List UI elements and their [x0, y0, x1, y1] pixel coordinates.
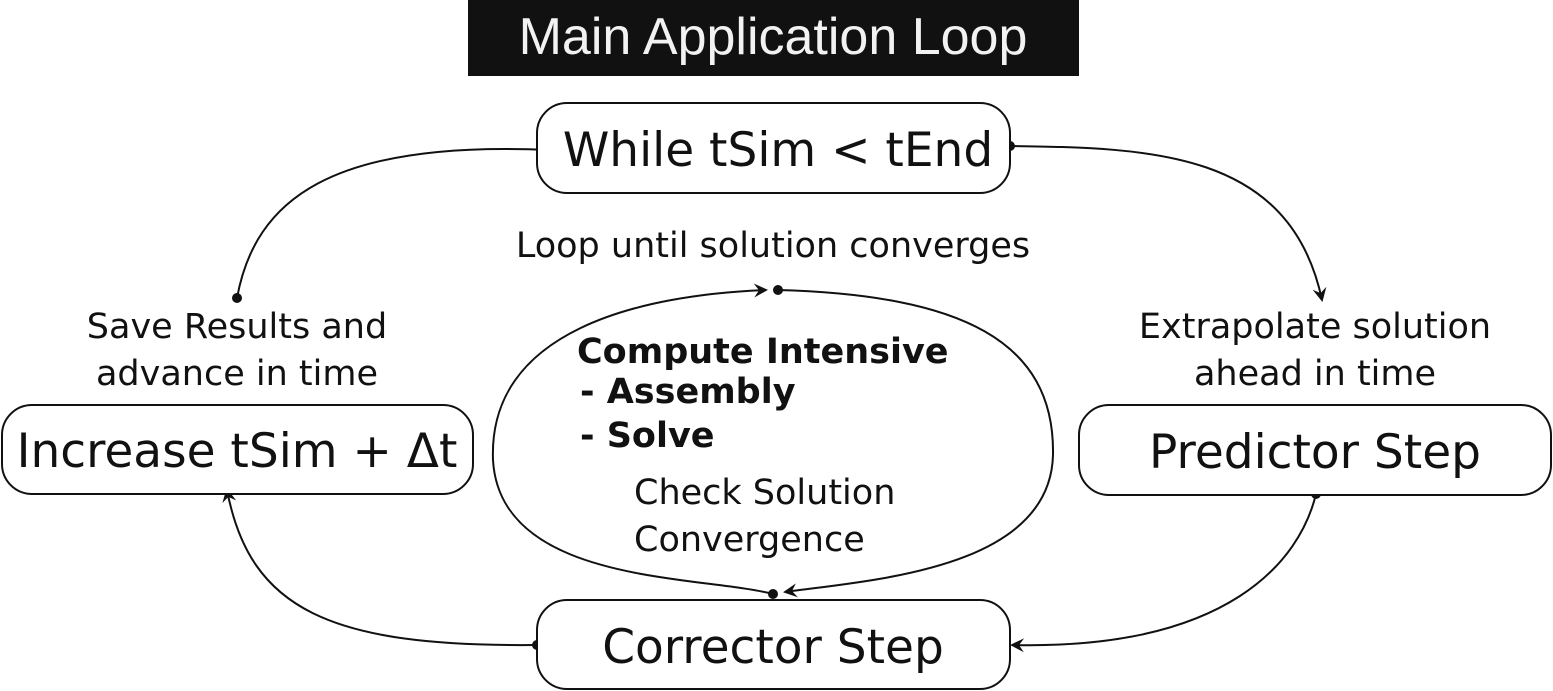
check-convergence-line2: Convergence — [634, 520, 865, 560]
label-save: Save Results and advance in time — [87, 307, 387, 394]
compute-item-assembly: - Assembly — [580, 372, 796, 412]
edge-while-to-predictor — [1009, 145, 1327, 302]
node-predictor-label: Predictor Step — [1149, 425, 1481, 480]
node-corrector: Corrector Step — [536, 599, 1011, 690]
label-extrapolate-line2: ahead in time — [1194, 354, 1436, 394]
edge-predictor-to-corrector — [1010, 493, 1317, 653]
node-predictor: Predictor Step — [1078, 404, 1552, 496]
node-increase-box — [1, 404, 474, 495]
node-while-box — [536, 102, 1011, 194]
title-banner: Main Application Loop — [468, 0, 1079, 76]
node-while: While tSim < tEnd — [536, 102, 1011, 194]
node-corrector-box — [536, 599, 1011, 690]
label-save-line2: advance in time — [96, 354, 378, 394]
label-extrapolate: Extrapolate solution ahead in time — [1139, 307, 1491, 394]
edge-inner-loop-right — [777, 289, 1055, 598]
edge-inner-loop-left — [491, 283, 774, 595]
check-convergence-line1: Check Solution — [634, 473, 895, 513]
title-background — [468, 0, 1079, 76]
edge-start-dot — [232, 293, 242, 303]
node-corrector-label: Corrector Step — [602, 620, 944, 675]
node-increase: Increase tSim + Δt — [1, 404, 474, 495]
node-increase-label: Increase tSim + Δt — [17, 424, 458, 479]
edge-increase-to-while — [236, 142, 552, 299]
label-save-line1: Save Results and — [87, 307, 387, 347]
edge-start-dot — [773, 285, 783, 295]
compute-intensive-heading: Compute Intensive — [577, 332, 949, 372]
edge-start-dot — [768, 589, 778, 599]
inner-loop-content: Compute Intensive - Assembly - Solve Che… — [577, 332, 949, 560]
compute-item-solve: - Solve — [580, 416, 715, 456]
label-loop-until: Loop until solution converges — [516, 226, 1030, 266]
edge-corrector-to-increase — [222, 488, 538, 647]
node-while-label: While tSim < tEnd — [563, 123, 993, 178]
label-extrapolate-line1: Extrapolate solution — [1139, 307, 1491, 347]
node-predictor-box — [1078, 404, 1552, 496]
page-title: Main Application Loop — [519, 8, 1028, 66]
